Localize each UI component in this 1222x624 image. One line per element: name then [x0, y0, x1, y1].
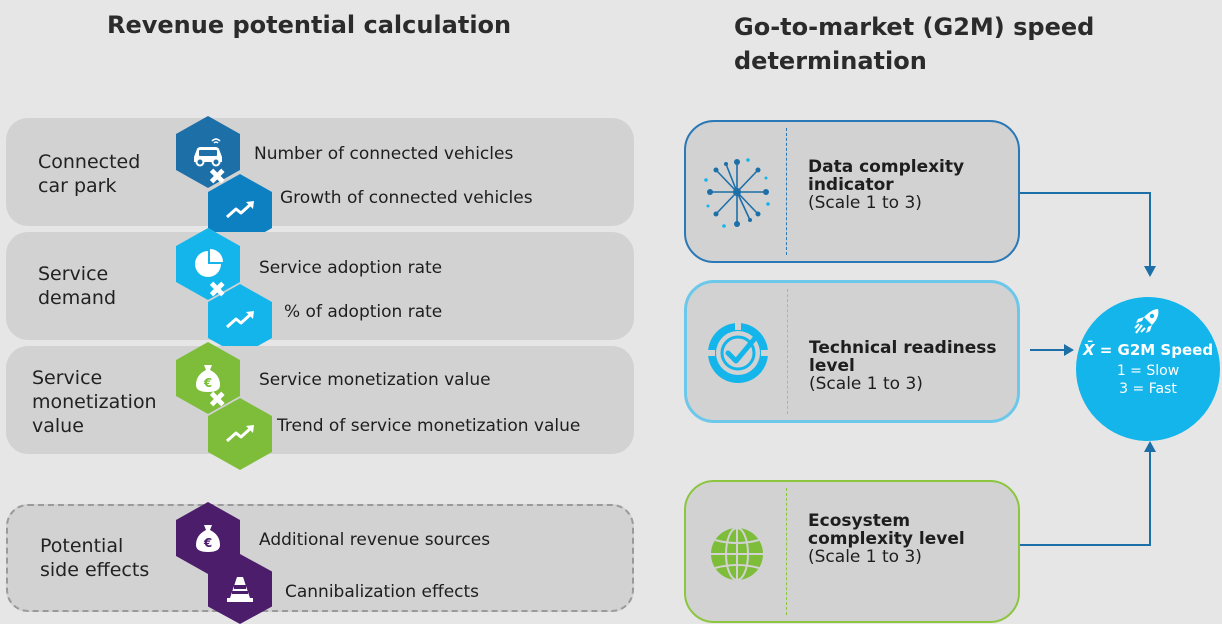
- car-icon: [176, 116, 240, 188]
- item-percent-of-adoption-rate: % of adoption rate: [284, 302, 443, 322]
- multiply-icon: ✖: [208, 278, 227, 303]
- box-title-line: indicator: [808, 175, 894, 195]
- row-label-line: Service: [38, 263, 109, 285]
- item-number-of-connected-vehicles: Number of connected vehicles: [254, 144, 514, 164]
- row-label-line: Service: [32, 367, 103, 389]
- item-cannibalization-effects: Cannibalization effects: [285, 582, 480, 602]
- row-potential-side-effects: Potential side effects Additional revenu…: [6, 504, 634, 612]
- box-title: Data complexity indicator: [808, 158, 964, 194]
- globe-icon: [711, 527, 763, 581]
- box-title: Technical readiness level: [809, 339, 997, 375]
- formula: X̄ = G2M Speed: [1076, 341, 1220, 359]
- divider: [786, 128, 787, 255]
- item-service-monetization-value: Service monetization value: [259, 370, 491, 390]
- box-ecosystem-complexity: Ecosystem complexity level (Scale 1 to 3…: [684, 480, 1020, 623]
- row-service-demand: Service demand Service adoption rate % o…: [6, 232, 634, 340]
- check-target-icon: [705, 320, 771, 383]
- row-label-line: car park: [38, 175, 117, 197]
- box-technical-readiness: Technical readiness level (Scale 1 to 3): [684, 280, 1020, 423]
- formula-symbol: X̄: [1082, 341, 1095, 359]
- row-connected-car-park: Connected car park Number of connected v…: [6, 118, 634, 226]
- right-title-line2: determination: [734, 47, 927, 75]
- item-growth-of-connected-vehicles: Growth of connected vehicles: [280, 188, 533, 208]
- right-title-line1: Go-to-market (G2M) speed: [734, 13, 1095, 41]
- box-title-line: Ecosystem: [808, 511, 911, 531]
- traffic-cone-icon: [208, 554, 272, 624]
- box-scale: (Scale 1 to 3): [808, 547, 922, 567]
- divider: [787, 289, 788, 414]
- row-label-line: Connected: [38, 151, 141, 173]
- scale-fast: 3 = Fast: [1119, 381, 1177, 397]
- g2m-speed-result: X̄ = G2M Speed 1 = Slow 3 = Fast: [1076, 297, 1220, 441]
- item-trend-of-service-monetization-value: Trend of service monetization value: [277, 416, 581, 436]
- formula-text: = G2M Speed: [1094, 341, 1214, 359]
- box-title-line: Technical readiness: [809, 338, 997, 358]
- box-title-line: complexity level: [808, 529, 965, 549]
- box-title-line: level: [809, 356, 855, 376]
- right-title: Go-to-market (G2M) speed determination: [734, 10, 1094, 78]
- row-label: Potential side effects: [40, 534, 149, 582]
- row-label: Service demand: [38, 262, 116, 310]
- pie-chart-icon: [176, 228, 240, 300]
- row-label: Service monetization value: [32, 366, 157, 438]
- svg-text:€: €: [203, 376, 212, 390]
- multiply-icon: ✖: [208, 165, 227, 190]
- scale-slow: 1 = Slow: [1116, 363, 1180, 379]
- item-service-adoption-rate: Service adoption rate: [259, 258, 443, 278]
- row-service-monetization-value: Service monetization value Service monet…: [6, 346, 634, 454]
- multiply-icon: ✖: [208, 388, 227, 413]
- left-title: Revenue potential calculation: [107, 11, 512, 39]
- box-title: Ecosystem complexity level: [808, 512, 965, 548]
- box-scale: (Scale 1 to 3): [809, 374, 923, 394]
- item-additional-revenue-sources: Additional revenue sources: [259, 530, 491, 550]
- network-burst-icon: [704, 158, 770, 228]
- box-data-complexity: Data complexity indicator (Scale 1 to 3): [684, 120, 1020, 263]
- row-label-line: monetization: [32, 391, 157, 413]
- row-label-line: Potential: [40, 535, 124, 557]
- divider: [786, 488, 787, 615]
- row-label-line: demand: [38, 287, 117, 309]
- svg-text:€: €: [203, 536, 212, 550]
- row-label-line: side effects: [40, 559, 150, 581]
- box-title-line: Data complexity: [808, 157, 965, 177]
- row-label: Connected car park: [38, 150, 140, 198]
- money-bag-icon: €: [176, 342, 240, 414]
- rocket-icon: [1134, 309, 1159, 334]
- box-scale: (Scale 1 to 3): [808, 193, 922, 213]
- row-label-line: value: [32, 415, 84, 437]
